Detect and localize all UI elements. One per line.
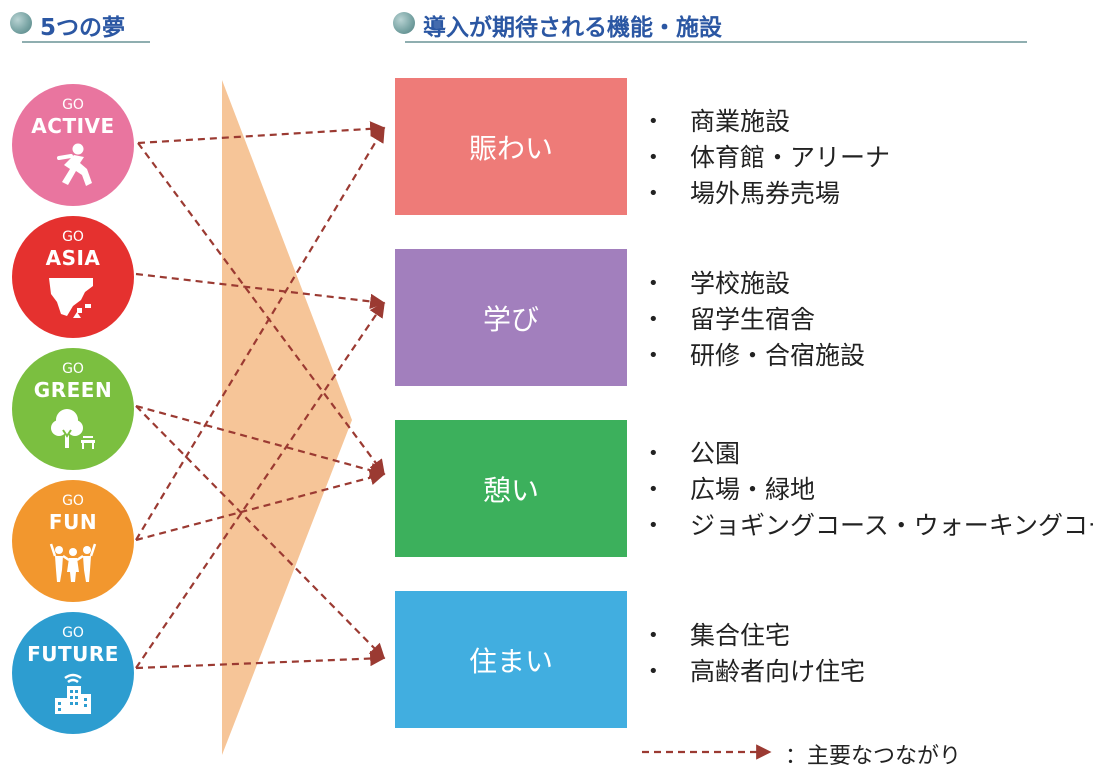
list-item: 集合住宅 xyxy=(648,618,865,654)
connector-arrow xyxy=(135,272,386,310)
dream-name: FUTURE xyxy=(27,642,119,666)
dream-go-label: GO xyxy=(62,625,84,641)
asia-map-icon xyxy=(49,278,93,318)
facility-list-nigiwai: 商業施設 体育館・アリーナ 場外馬券売場 xyxy=(648,104,890,212)
list-item: 研修・合宿施設 xyxy=(648,338,865,374)
dream-circle-asia: GO ASIA xyxy=(12,216,134,338)
dreams-section-header: 5つの夢 xyxy=(10,4,150,44)
dream-circle-fun: GO FUN xyxy=(12,480,134,602)
dream-go-label: GO xyxy=(62,229,84,245)
facility-list-sumai: 集合住宅 高齢者向け住宅 xyxy=(648,618,865,690)
function-box-ikoi: 憩い xyxy=(395,420,627,557)
connector-arrow xyxy=(135,405,386,660)
header-bullet-icon xyxy=(393,12,415,34)
dream-name: ASIA xyxy=(45,246,101,270)
legend-arrow-icon xyxy=(642,744,772,760)
list-item: 場外馬券売場 xyxy=(648,176,890,212)
dream-go-label: GO xyxy=(62,361,84,377)
list-item: 広場・緑地 xyxy=(648,472,1093,508)
functions-section-title: 導入が期待される機能・施設 xyxy=(423,15,722,41)
dream-name: GREEN xyxy=(33,378,113,402)
dream-go-label: GO xyxy=(62,493,84,509)
dream-name: FUN xyxy=(48,510,98,534)
connector-arrow xyxy=(135,404,386,478)
functions-section-header: 導入が期待される機能・施設 xyxy=(393,4,1027,44)
function-box-manabi: 学び xyxy=(395,249,627,386)
dream-name: ACTIVE xyxy=(31,114,115,138)
tree-bench-icon xyxy=(51,409,95,449)
function-box-sumai: 住まい xyxy=(395,591,627,728)
list-item: 留学生宿舎 xyxy=(648,302,865,338)
facility-list-ikoi: 公園 広場・緑地 ジョギングコース・ウォーキングコース xyxy=(648,436,1093,544)
list-item: 学校施設 xyxy=(648,266,865,302)
list-item: ジョギングコース・ウォーキングコース xyxy=(648,508,1093,544)
header-bullet-icon xyxy=(10,12,32,34)
legend-label: ：主要なつながり xyxy=(785,744,962,769)
dream-circle-active: GO ACTIVE xyxy=(12,84,134,206)
dreams-section-title: 5つの夢 xyxy=(40,15,126,41)
function-box-nigiwai: 賑わい xyxy=(395,78,627,215)
running-person-icon xyxy=(57,143,92,186)
dream-circle-future: GO FUTURE xyxy=(12,612,134,734)
header-underline xyxy=(22,41,150,43)
connector-arrow xyxy=(137,121,386,145)
connector-arrow xyxy=(135,470,386,542)
connector-arrow xyxy=(135,126,385,541)
facility-list-manabi: 学校施設 留学生宿舎 研修・合宿施設 xyxy=(648,266,865,374)
dancing-people-icon xyxy=(49,543,97,582)
connector-arrow xyxy=(137,142,385,476)
list-item: 体育館・アリーナ xyxy=(648,140,890,176)
smart-building-icon xyxy=(55,673,91,714)
connector-arrow xyxy=(135,650,386,670)
dream-circle-green: GO GREEN xyxy=(12,348,134,470)
connector-arrow xyxy=(135,301,385,669)
list-item: 公園 xyxy=(648,436,1093,472)
connector-group xyxy=(135,121,386,670)
list-item: 高齢者向け住宅 xyxy=(648,654,865,690)
header-underline xyxy=(405,41,1027,43)
list-item: 商業施設 xyxy=(648,104,890,140)
funnel-shape xyxy=(222,80,352,755)
dream-go-label: GO xyxy=(62,97,84,113)
